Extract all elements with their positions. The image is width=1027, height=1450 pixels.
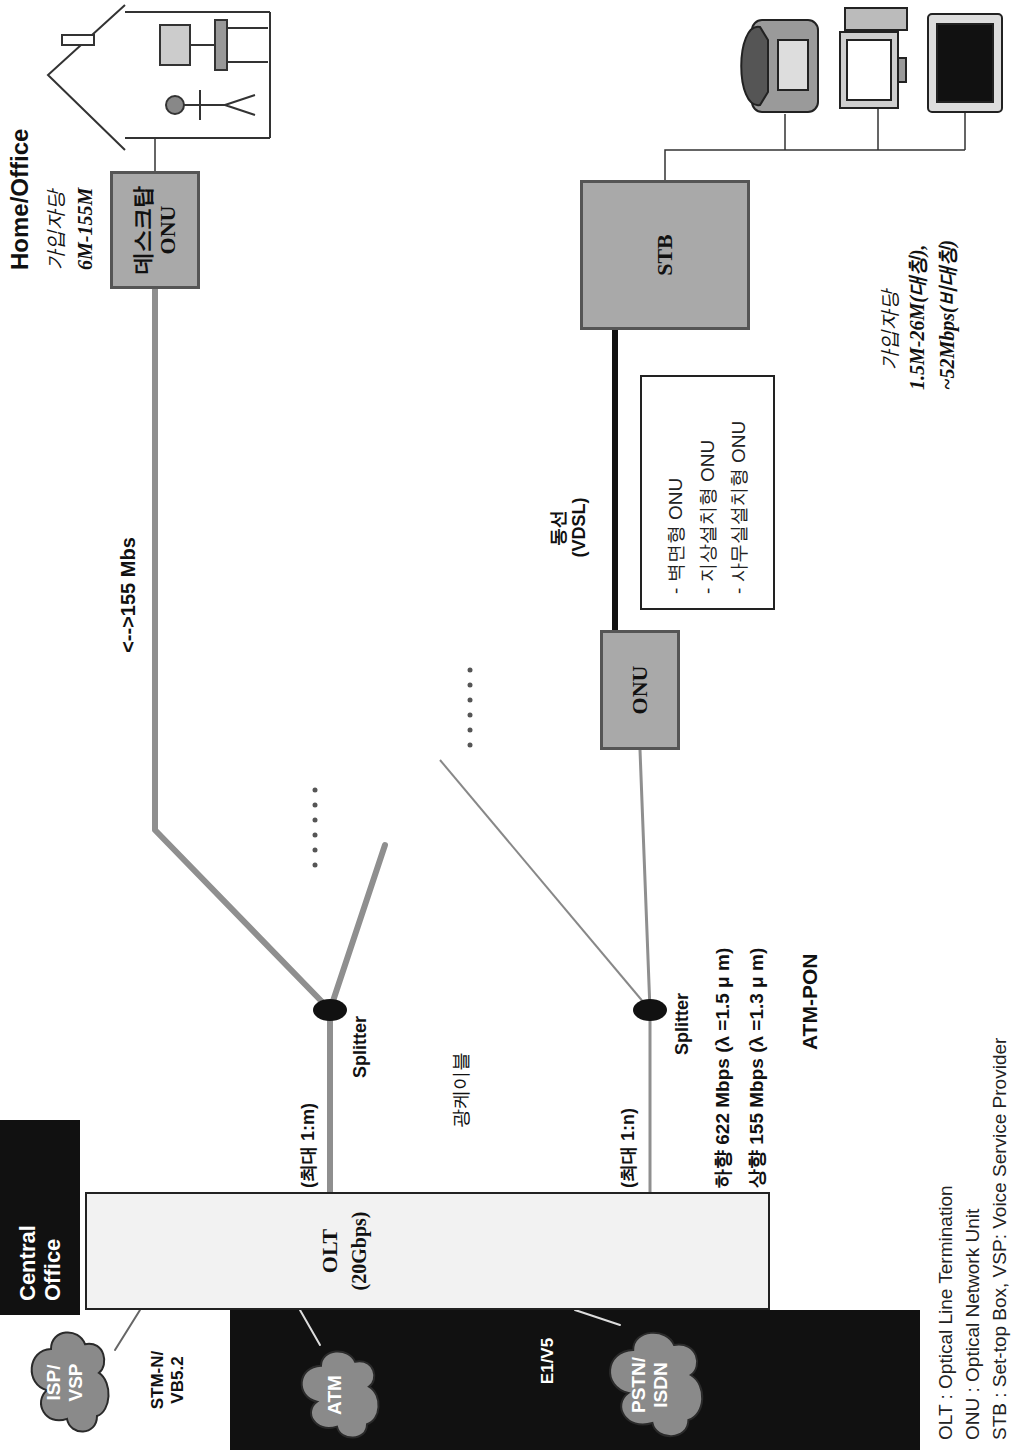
tv-stand [190,44,215,46]
abbreviation-note: OLT : Optical Line Termination [935,1185,957,1440]
person-body [184,90,255,120]
node-title: ISP/ VSP [43,1353,87,1413]
node-title: OLT [317,1229,342,1273]
dot [468,683,473,688]
splitter-symbol [313,999,347,1021]
device-wires [665,108,965,180]
dot [468,728,473,733]
person-head [166,96,184,114]
node-title: STB [652,234,677,276]
telephone-icon [741,20,818,112]
onu-box: ONU [600,630,680,750]
upstream-rate: 상향 155 Mbps (λ =1.3 μ m) [746,948,768,1188]
interface-label: E1/V5 [538,1330,558,1392]
computer-screen [847,40,891,100]
network-cloud: ATM [285,1345,385,1445]
node-title: PSTN/ ISDN [628,1349,672,1421]
phone-keypad [778,40,808,90]
connector-line [640,750,650,1192]
network-cloud: PSTN/ ISDN [590,1325,710,1445]
house-tv [160,25,190,65]
network-cloud: ISP/ VSP [15,1325,115,1440]
house-illustration [48,5,270,150]
connector-line [300,1310,320,1345]
house-table [215,20,227,70]
splitter-label: Splitter [350,1016,371,1078]
downstream-rate: 하향 622 Mbps (λ =1.5 μ m) [712,948,734,1188]
list-item: - 벽면형 ONU [665,478,687,594]
connector-line [155,289,330,1192]
cloud-shape [610,1333,702,1436]
interface-label: STM-N/ VB5.2 [148,1338,187,1422]
phone-handset [741,27,768,105]
computer-tower [845,8,907,30]
home-wire [154,138,156,174]
table-leg [227,27,268,29]
splitter-label: Splitter [672,993,693,1055]
house-chimney [62,35,94,45]
cloud-shape [32,1332,109,1431]
dot [468,713,473,718]
subscriber-rate: ~52Mbps(비대칭) [936,240,959,390]
dot [313,863,318,868]
node-subtitle: (20Gbps) [348,1212,371,1291]
rate-label: <-->155 Mbs [117,500,140,690]
computer-monitor [840,32,898,108]
connector-line [115,1310,140,1350]
monitor-frame [928,14,1002,112]
continuation-dots [313,788,318,868]
subscriber-note: 가입자당 [44,190,67,270]
connector-line [612,330,618,630]
pon-label: ATM-PON [798,954,822,1050]
table-leg [227,61,268,63]
connector-line [575,1310,620,1325]
onu-type-list: - 벽면형 ONU - 지상설치형 ONU - 사무실설치형 ONU [640,375,775,610]
cable-label: 광케이블 [450,1052,472,1128]
dot [313,803,318,808]
list-item: - 지상설치형 ONU [697,440,719,594]
abbreviation-note: STB : Set-top Box, VSP: Voice Service Pr… [989,1038,1011,1440]
list-item: - 사무실설치형 ONU [728,421,750,594]
dot [313,833,318,838]
dot [313,818,318,823]
node-title: ONU [627,666,652,715]
dot [468,668,473,673]
copper-label: 동선 (VDSL) [548,480,589,575]
desktop-onu-box: 데스크탑 ONU [110,171,200,289]
node-title: 데스크탑 ONU [130,184,181,276]
subscriber-rate: 1.5M-26M(대칭), [906,244,929,390]
dark-network-region [230,1310,920,1450]
split-ratio: (최대 1:m) [298,1103,319,1188]
site-heading: Home/Office [6,129,34,270]
computer-stand [898,58,906,82]
splitter-symbol [633,999,667,1021]
house-floor [269,12,271,138]
monitor-screen [937,24,993,102]
subscriber-rate: 6M-155M [74,188,97,270]
stb-box: STB [580,180,750,330]
fiber-branch [330,845,385,1010]
node-title: Central Office [15,1181,66,1301]
fiber-branch [440,760,650,1010]
cloud-shape [302,1351,379,1437]
node-title: ATM [324,1375,346,1415]
house-wall [125,11,270,13]
central-office-block: Central Office [0,1120,80,1315]
split-ratio: (최대 1:n) [618,1108,639,1188]
subscriber-note: 가입자당 [878,290,901,370]
dot [313,848,318,853]
tv-monitor-icon [928,14,1002,112]
continuation-dots [468,668,473,748]
dot [468,743,473,748]
dot [468,698,473,703]
olt-box: OLT (20Gbps) [85,1192,770,1310]
dot [313,788,318,793]
computer-icon [840,8,907,108]
abbreviation-note: ONU : Optical Network Unit [962,1209,984,1440]
house-wall [125,137,270,139]
house-roof [48,5,125,150]
